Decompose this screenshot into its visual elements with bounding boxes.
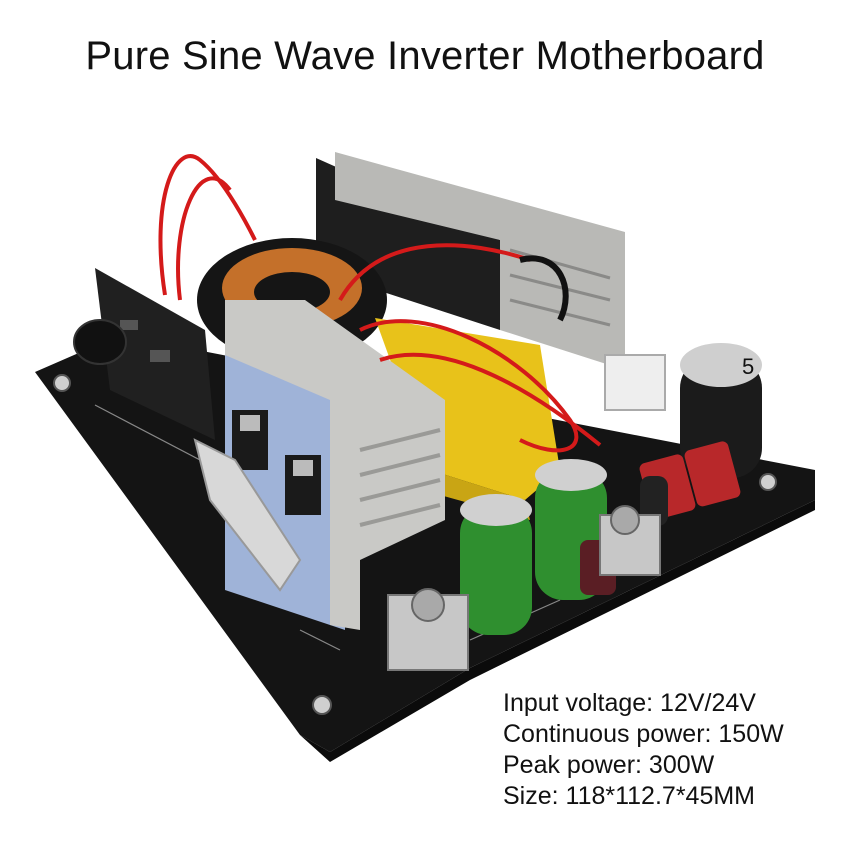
screw-terminal bbox=[387, 588, 469, 671]
spec-continuous-power: Continuous power: 150W bbox=[503, 720, 784, 748]
mounting-hole bbox=[759, 473, 777, 491]
black-wire bbox=[519, 255, 569, 322]
front-heatsink bbox=[225, 300, 445, 630]
spec-list: Input voltage: 12V/24V Continuous power:… bbox=[503, 688, 850, 812]
spec-size: Size: 118*112.7*45MM bbox=[503, 782, 756, 810]
electrolytic-capacitor bbox=[460, 505, 532, 635]
red-wire bbox=[359, 319, 579, 453]
buzzer bbox=[73, 319, 127, 365]
rear-heatsink bbox=[335, 152, 625, 370]
red-wire bbox=[379, 352, 602, 447]
mounting-hole bbox=[312, 695, 332, 715]
screw-terminal bbox=[599, 505, 661, 576]
page-title: Pure Sine Wave Inverter Motherboard bbox=[85, 34, 765, 78]
spec-peak-power: Peak power: 300W bbox=[503, 751, 715, 779]
small-capacitor bbox=[640, 476, 668, 526]
capacitor-marking: 5 bbox=[742, 354, 754, 379]
fuse bbox=[193, 438, 302, 592]
red-wire bbox=[176, 176, 232, 301]
connector bbox=[604, 354, 666, 411]
red-wire bbox=[338, 243, 531, 301]
film-capacitor bbox=[684, 441, 741, 507]
red-wire bbox=[158, 154, 257, 296]
spec-input-voltage: Input voltage: 12V/24V bbox=[503, 689, 756, 717]
mounting-hole bbox=[53, 374, 71, 392]
